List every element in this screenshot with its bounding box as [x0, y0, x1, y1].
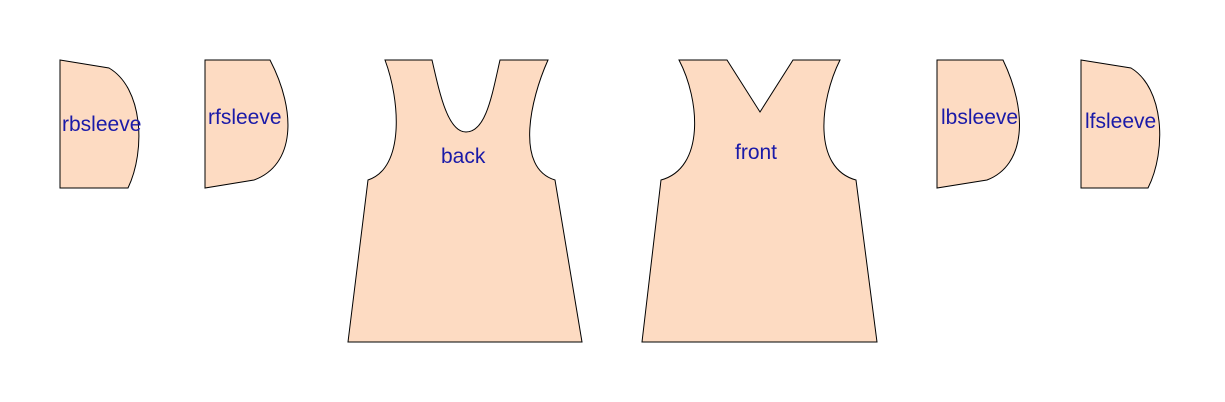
lfsleeve-label: lfsleeve	[1085, 110, 1156, 133]
back-label: back	[441, 145, 486, 168]
front-shape[interactable]	[641, 59, 878, 343]
back-shape[interactable]	[347, 59, 583, 343]
rfsleeve-piece[interactable]: rfsleeve	[204, 59, 289, 189]
rfsleeve-shape[interactable]	[204, 59, 289, 189]
back-piece[interactable]: back	[347, 59, 583, 343]
lbsleeve-shape[interactable]	[936, 59, 1020, 189]
front-label: front	[735, 141, 777, 164]
front-piece[interactable]: front	[641, 59, 878, 343]
rbsleeve-label: rbsleeve	[62, 113, 141, 136]
rbsleeve-shape[interactable]	[59, 59, 140, 189]
lbsleeve-label: lbsleeve	[941, 106, 1018, 129]
lfsleeve-shape[interactable]	[1080, 59, 1161, 189]
rbsleeve-piece[interactable]: rbsleeve	[59, 59, 141, 189]
rfsleeve-label: rfsleeve	[208, 106, 282, 129]
lfsleeve-piece[interactable]: lfsleeve	[1080, 59, 1161, 189]
lbsleeve-piece[interactable]: lbsleeve	[936, 59, 1020, 189]
